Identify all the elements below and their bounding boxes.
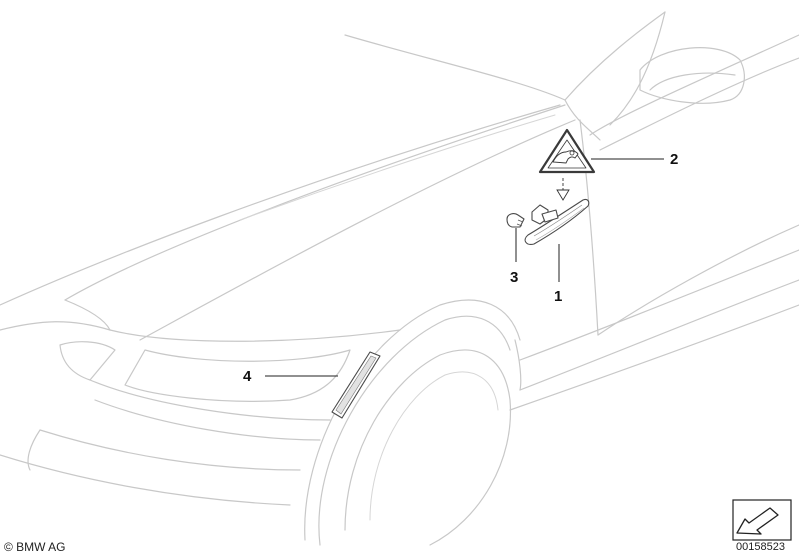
bulb <box>506 213 525 228</box>
bulb-socket <box>531 204 559 225</box>
direction-arrow-icon <box>732 499 792 541</box>
leader-lines <box>265 158 664 377</box>
callout-part-1: 1 <box>554 288 562 305</box>
callout-part-4: 4 <box>243 368 252 385</box>
direction-arrow-dashed <box>556 178 570 201</box>
car-outline <box>0 11 799 546</box>
callout-part-2: 2 <box>670 151 678 168</box>
side-repeater-lamp <box>524 198 590 245</box>
warning-triangle-icon <box>538 128 596 174</box>
copyright-label: © BMW AG <box>4 540 66 554</box>
callout-part-3: 3 <box>510 269 518 286</box>
diagram-id-label: 00158523 <box>736 541 785 553</box>
side-marker-reflector <box>331 351 381 419</box>
